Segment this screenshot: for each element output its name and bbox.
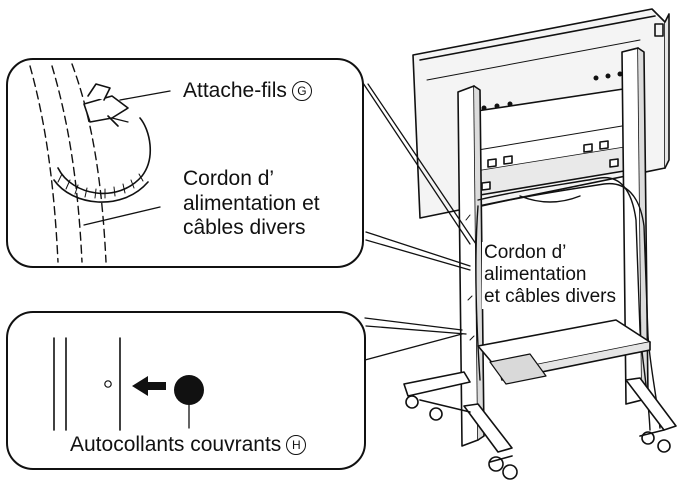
callout-box-top [6, 58, 364, 268]
cable-tie-ref-badge: G [291, 81, 312, 101]
power-cord-label-top: Cordon d’ alimentation et câbles divers [183, 167, 320, 241]
cover-stickers-text: Autocollants couvrants [70, 433, 282, 456]
power-cord-top-line-3: câbles divers [183, 216, 306, 240]
cover-sticker-dot-icon [174, 375, 204, 405]
power-cord-stand-line-2: alimentation [484, 264, 587, 286]
screw-hole-icon [104, 380, 112, 388]
power-cord-top-line-1: Cordon d’ [183, 167, 275, 190]
cover-stickers-ref-badge: H [286, 435, 307, 455]
stand-shelf [477, 319, 651, 385]
callout-lines [362, 82, 477, 361]
power-cord-stand-line-1: Cordon d’ [484, 242, 567, 263]
stand-base [403, 371, 677, 480]
power-cord-stand-line-3: et câbles divers [484, 286, 617, 308]
power-cord-label-stand: Cordon d’ alimentation et câbles divers [482, 242, 619, 309]
arrow-left-icon [132, 376, 166, 396]
stand-posts [457, 47, 649, 447]
cables [475, 176, 661, 431]
cable-tie-text: Attache-fils [183, 79, 287, 102]
power-cord-top-line-2: alimentation et [183, 191, 320, 215]
cable-tie-leader [119, 90, 171, 101]
